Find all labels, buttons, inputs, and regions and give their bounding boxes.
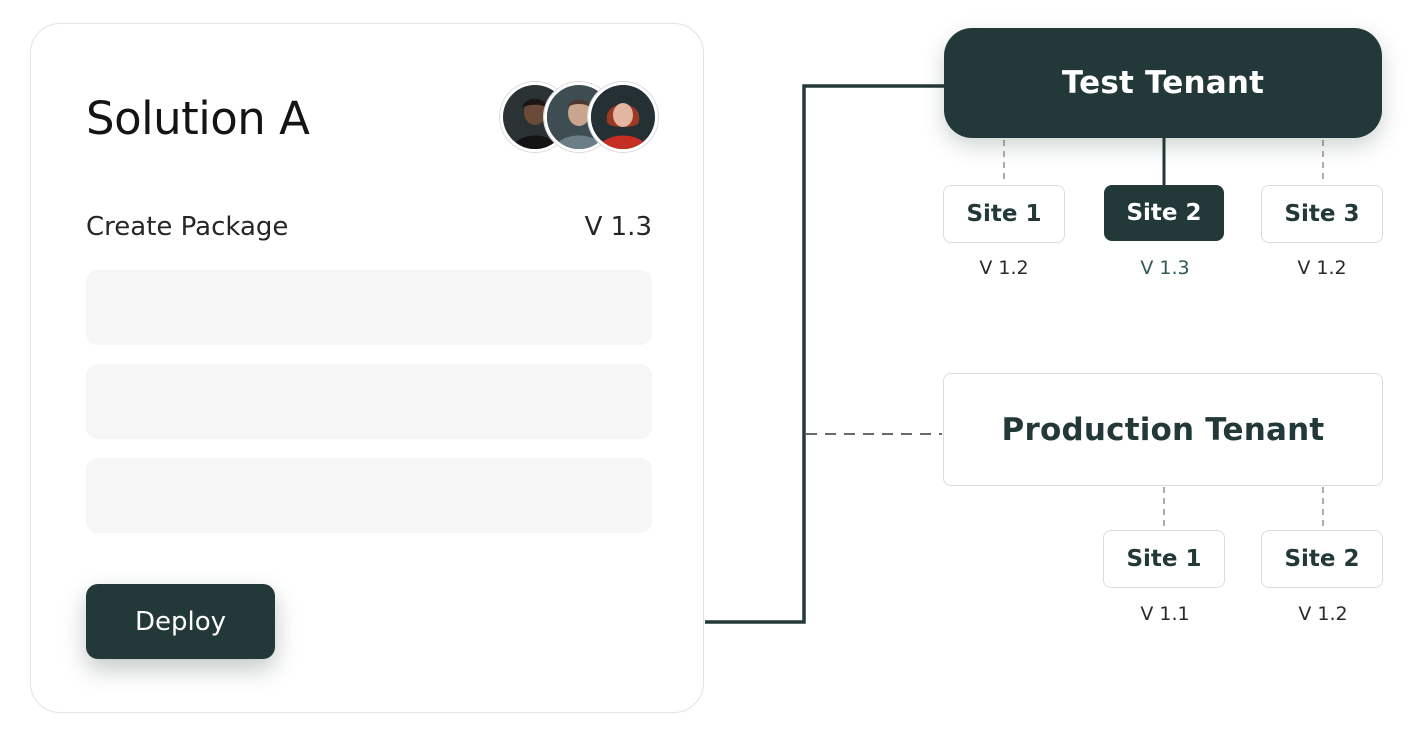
test-site-1[interactable]: Site 1 xyxy=(943,185,1065,243)
test-site-2[interactable]: Site 2 xyxy=(1104,185,1224,241)
test-site-3[interactable]: Site 3 xyxy=(1261,185,1383,243)
package-item-placeholder xyxy=(86,458,652,533)
test-tenant-node[interactable]: Test Tenant xyxy=(944,28,1382,138)
production-site-2[interactable]: Site 2 xyxy=(1261,530,1383,588)
test-site-1-version: V 1.2 xyxy=(979,257,1029,279)
package-item-placeholder xyxy=(86,270,652,345)
production-site-1-version: V 1.1 xyxy=(1140,603,1190,625)
package-version: V 1.3 xyxy=(584,212,652,242)
avatar-user-3[interactable] xyxy=(588,82,658,152)
connector-to-test-tenant xyxy=(705,84,944,624)
production-site-2-version: V 1.2 xyxy=(1298,603,1348,625)
person-portrait-icon xyxy=(591,85,655,149)
solution-title: Solution A xyxy=(86,92,310,145)
create-package-label: Create Package xyxy=(86,212,289,242)
production-tenant-node[interactable]: Production Tenant xyxy=(943,373,1383,486)
package-item-placeholder xyxy=(86,364,652,439)
production-site-1[interactable]: Site 1 xyxy=(1103,530,1225,588)
test-site-2-version: V 1.3 xyxy=(1140,257,1190,279)
test-site-3-version: V 1.2 xyxy=(1297,257,1347,279)
deploy-button[interactable]: Deploy xyxy=(86,584,275,659)
collaborator-avatars xyxy=(500,82,660,152)
